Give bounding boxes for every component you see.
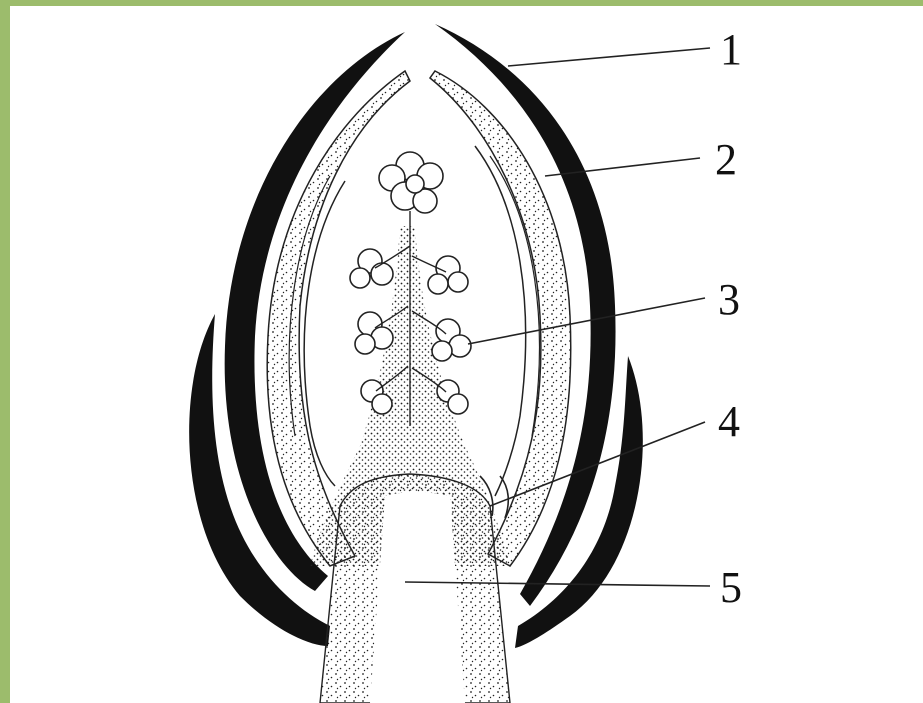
leader-line-3 bbox=[468, 298, 705, 344]
label-3: 3 bbox=[718, 275, 740, 324]
stem-pith bbox=[370, 492, 465, 703]
label-4: 4 bbox=[718, 397, 740, 446]
label-5: 5 bbox=[720, 563, 742, 612]
bud-longitudinal-section-diagram: 1 2 3 4 5 bbox=[10, 6, 923, 703]
label-2: 2 bbox=[715, 135, 737, 184]
label-1: 1 bbox=[720, 25, 742, 74]
leader-line-1 bbox=[508, 48, 710, 66]
diagram-frame: 1 2 3 4 5 bbox=[10, 6, 923, 703]
